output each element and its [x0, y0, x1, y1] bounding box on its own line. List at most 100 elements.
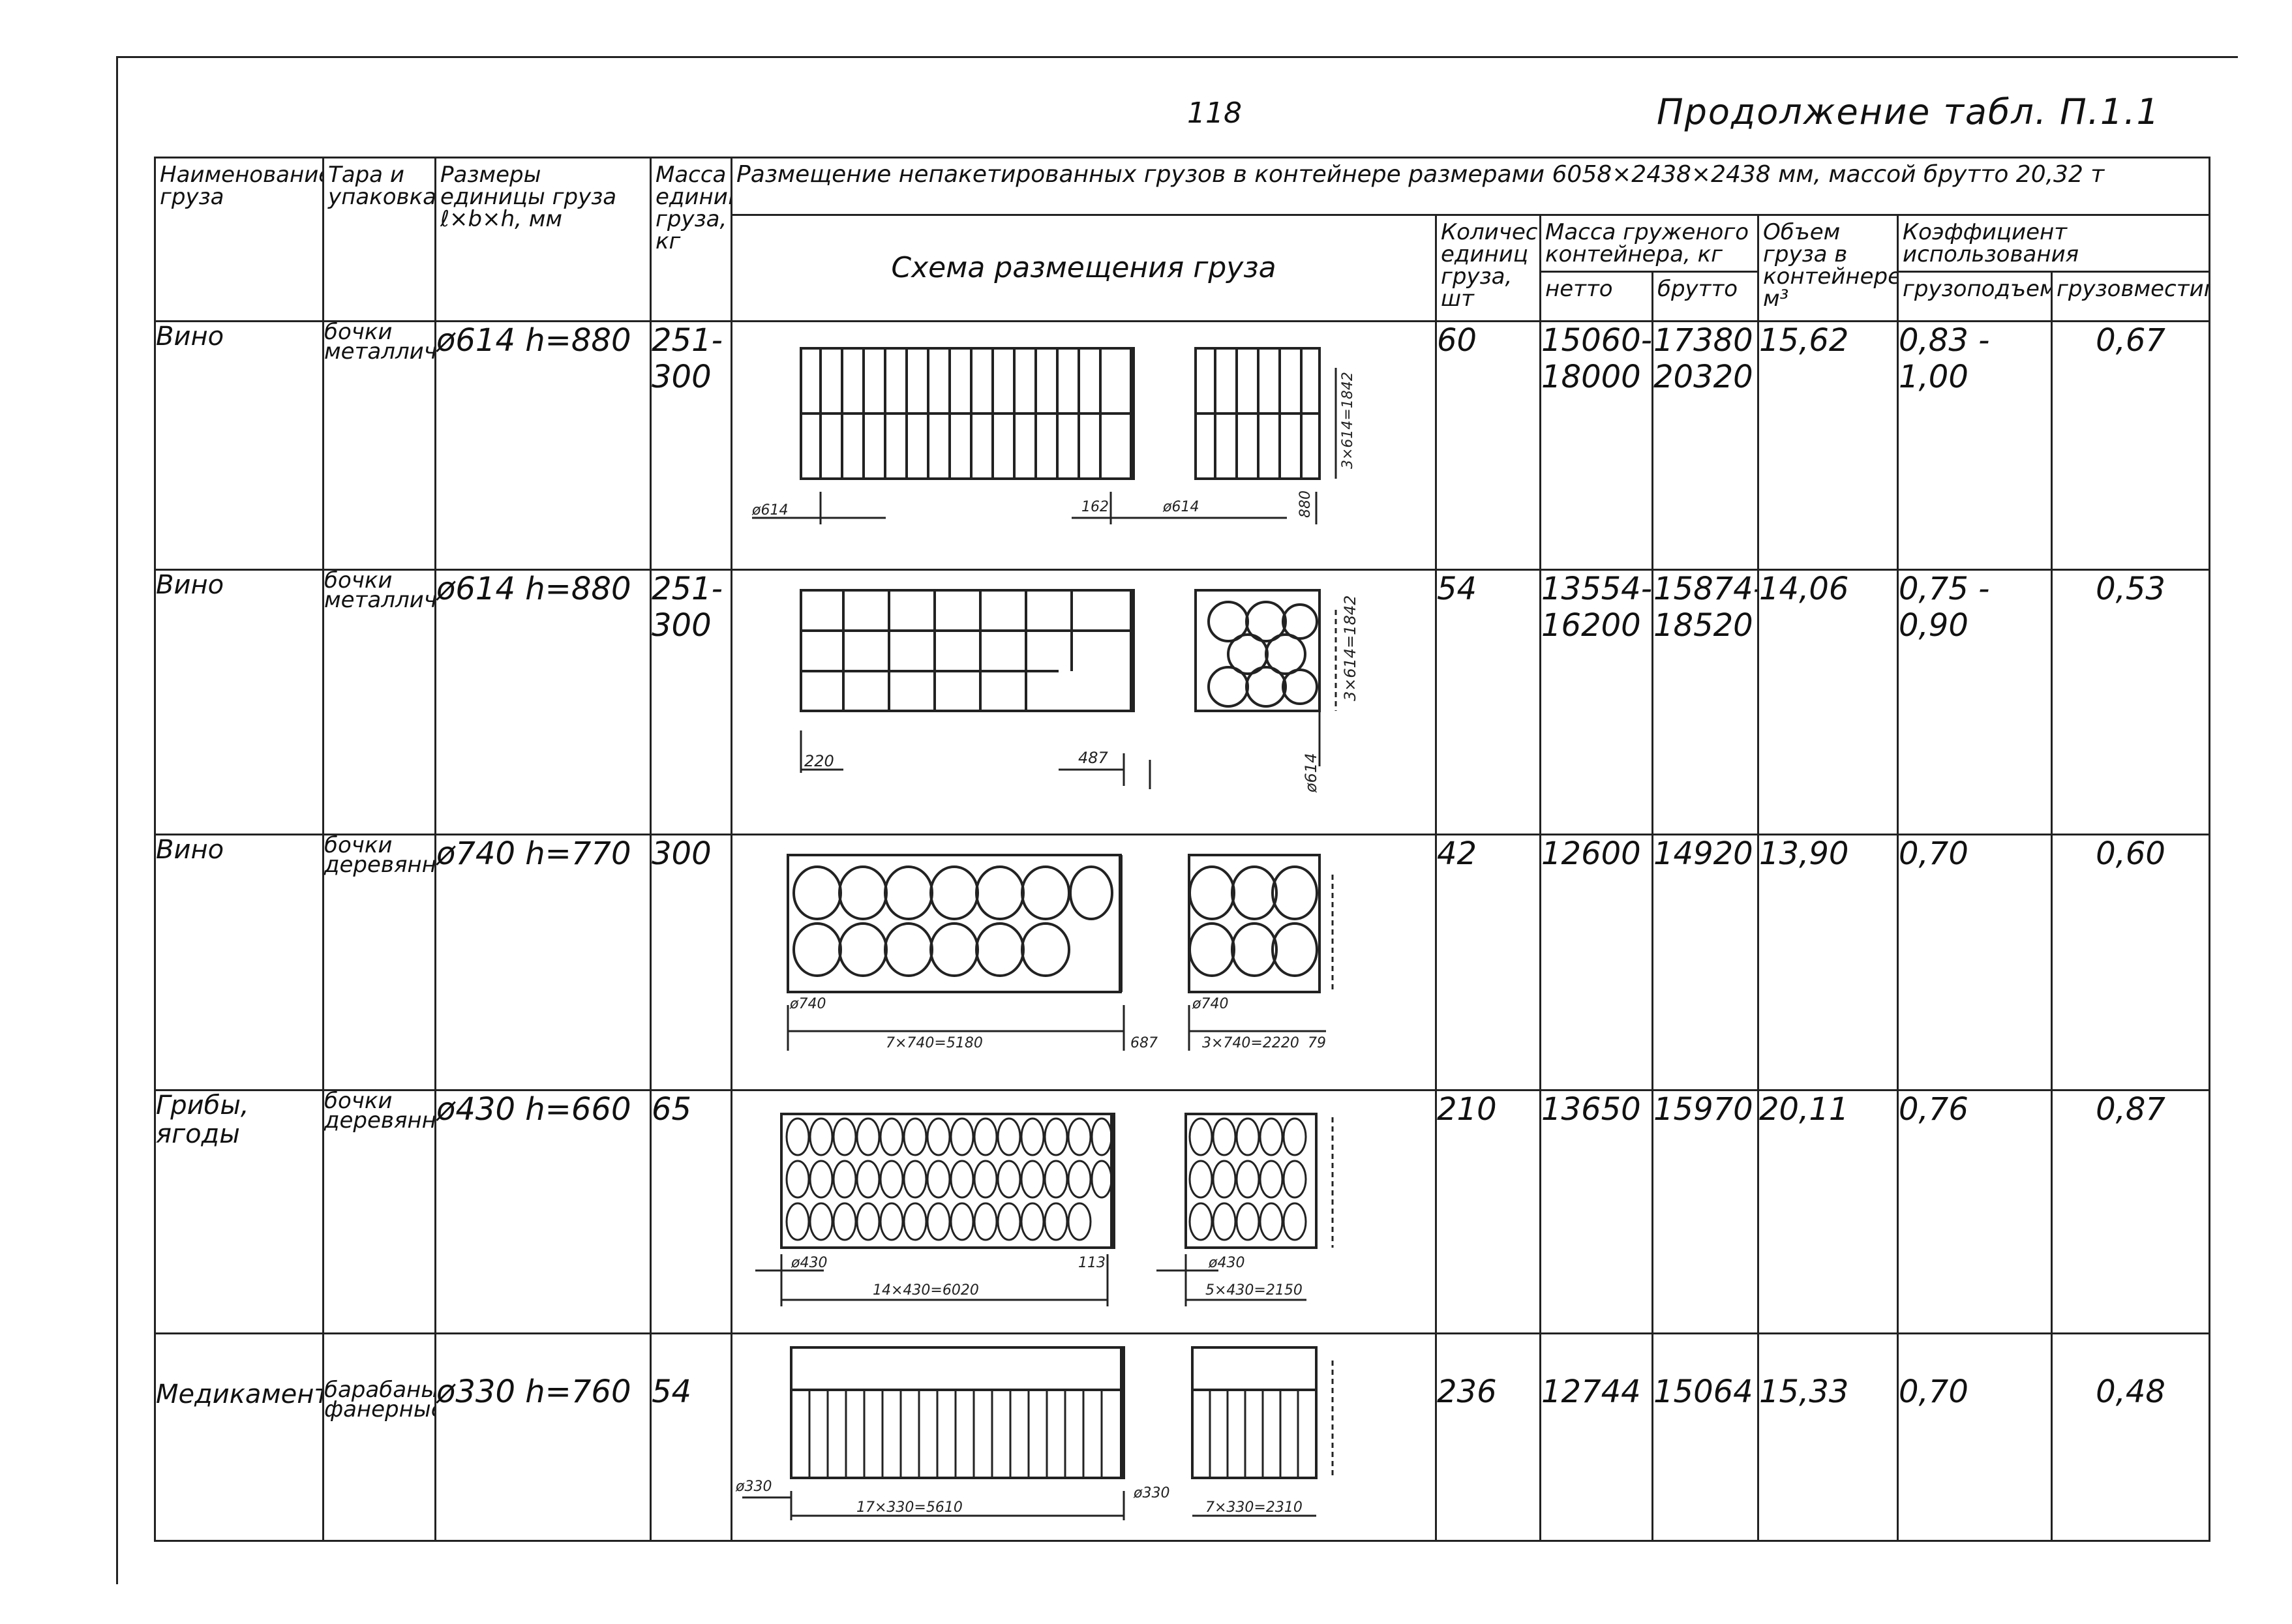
scheme-label: 113: [1078, 1255, 1106, 1271]
cell-gross: 15874-18520: [1651, 569, 1759, 836]
scheme-label: 3×614=1842: [1340, 372, 1356, 469]
scheme-label: ø330: [735, 1479, 772, 1495]
cell-mass: 54: [650, 1332, 732, 1542]
cell-volume: 14,06: [1757, 569, 1899, 836]
scheme-label: 687: [1130, 1035, 1158, 1051]
header-coefficient: Коэффициент использования: [1896, 214, 2211, 273]
header-scheme: Схема размещения груза: [731, 214, 1437, 322]
cell-coef-volume: 0,60: [2050, 834, 2211, 1091]
cell-dimensions: ø614 h=880: [434, 320, 652, 571]
scheme-label: 7×740=5180: [886, 1035, 983, 1051]
header-gross: брутто: [1651, 271, 1759, 322]
cell-coef-capacity: 0,83 - 1,00: [1897, 320, 2053, 571]
cell-packaging: бочки металлические: [322, 320, 436, 571]
cell-dimensions: ø614 h=880: [434, 569, 652, 836]
cell-mass: 65: [650, 1089, 732, 1335]
scheme-label: ø330: [1133, 1485, 1169, 1501]
scheme-label: 220: [804, 752, 834, 770]
cell-coef-volume: 0,48: [2050, 1332, 2211, 1542]
scheme-label: ø614: [1302, 753, 1320, 794]
cell-coef-capacity: 0,70: [1897, 1332, 2053, 1542]
scheme-label: 880: [1297, 490, 1314, 518]
page-number: 118: [1187, 97, 1242, 130]
table-row: Грибы, ягоды бочки деревянные ø430 h=660…: [154, 1089, 2211, 1335]
scheme-label: 487: [1078, 749, 1109, 767]
cell-volume: 15,33: [1757, 1332, 1899, 1542]
cell-name: Вино: [154, 569, 324, 836]
cell-coef-capacity: 0,75 - 0,90: [1897, 569, 2053, 836]
cell-quantity: 210: [1435, 1089, 1541, 1335]
header-volume: Объем груза в контейнере, м³: [1757, 214, 1899, 322]
scheme-label: ø430: [1208, 1255, 1244, 1271]
scheme-label: 3×740=2220: [1202, 1035, 1299, 1051]
cell-dimensions: ø740 h=770: [434, 834, 652, 1091]
placement-scheme-drawing: ø740 7×740=5180 687 ø740 3×740=2220 79: [787, 854, 1334, 1051]
cell-packaging: бочки деревянные: [322, 1089, 436, 1335]
cell-volume: 13,90: [1757, 834, 1899, 1091]
scheme-cell: ø430 14×430=6020 113 ø430 5×430=2150: [731, 1089, 1437, 1335]
placement-scheme-drawing: ø430 14×430=6020 113 ø430 5×430=2150: [755, 1112, 1334, 1306]
cell-coef-volume: 0,87: [2050, 1089, 2211, 1335]
cell-coef-capacity: 0,76: [1897, 1089, 2053, 1335]
header-coef-volume: грузовместимости: [2050, 271, 2211, 322]
cell-volume: 20,11: [1757, 1089, 1899, 1335]
cell-net: 13650: [1539, 1089, 1653, 1335]
scheme-cell: 220 487 ø614 3×614=1842: [731, 569, 1437, 836]
scheme-cell: ø330 17×330=5610 ø330 7×330=2310: [731, 1332, 1437, 1542]
cell-net: 15060-18000: [1539, 320, 1653, 571]
header-loaded-mass: Масса груженого контейнера, кг: [1539, 214, 1759, 273]
cargo-table: Наименование груза Тара и упаковка Разме…: [154, 157, 2211, 1542]
placement-scheme-drawing: ø614 162 ø614 880 3×614=1842: [751, 347, 1356, 524]
cell-coef-volume: 0,53: [2050, 569, 2211, 836]
cell-name: Вино: [154, 320, 324, 571]
scheme-label: 79: [1308, 1035, 1326, 1051]
table-row: Вино бочки металлические ø614 h=880 251-…: [154, 569, 2211, 836]
scheme-label: ø614: [751, 502, 788, 519]
cell-mass: 251-300: [650, 569, 732, 836]
header-unit-mass: Масса единицы груза, кг: [650, 157, 732, 322]
table-row: Медикаменты барабаны фанерные ø330 h=760…: [154, 1332, 2211, 1542]
scheme-label: ø430: [791, 1255, 827, 1271]
page-frame: [116, 56, 2238, 1584]
scheme-cell: ø740 7×740=5180 687 ø740 3×740=2220 79: [731, 834, 1437, 1091]
cell-packaging: бочки деревянные: [322, 834, 436, 1091]
cell-net: 12744: [1539, 1332, 1653, 1542]
cell-net: 12600: [1539, 834, 1653, 1091]
cell-name: Вино: [154, 834, 324, 1091]
cell-name: Грибы, ягоды: [154, 1089, 324, 1335]
scheme-label: 14×430=6020: [873, 1282, 979, 1299]
scheme-label: 7×330=2310: [1205, 1499, 1303, 1516]
table-continuation-title: Продолжение табл. П.1.1: [1657, 91, 2160, 132]
cell-packaging: бочки металлические: [322, 569, 436, 836]
header-packaging: Тара и упаковка: [322, 157, 436, 322]
scheme-label: 3×614=1842: [1341, 595, 1359, 701]
cell-dimensions: ø430 h=660: [434, 1089, 652, 1335]
placement-scheme-drawing: ø330 17×330=5610 ø330 7×330=2310: [735, 1346, 1334, 1521]
cell-packaging: барабаны фанерные: [322, 1332, 436, 1542]
scheme-label: ø614: [1162, 499, 1199, 515]
header-placement-title: Размещение непакетированных грузов в кон…: [730, 157, 2211, 216]
table-row: Вино бочки деревянные ø740 h=770 300: [154, 834, 2211, 1091]
cell-quantity: 60: [1435, 320, 1541, 571]
scheme-label: ø740: [789, 996, 826, 1012]
scheme-label: 162: [1081, 499, 1109, 515]
cell-gross: 15970: [1651, 1089, 1759, 1335]
cell-dimensions: ø330 h=760: [434, 1332, 652, 1542]
cell-net: 13554-16200: [1539, 569, 1653, 836]
placement-scheme-drawing: 220 487 ø614 3×614=1842: [800, 589, 1359, 794]
scheme-cell: ø614 162 ø614 880 3×614=1842: [731, 320, 1437, 571]
cell-name: Медикаменты: [154, 1332, 324, 1542]
scheme-label: ø740: [1192, 996, 1228, 1012]
cell-volume: 15,62: [1757, 320, 1899, 571]
cell-gross: 17380 20320: [1651, 320, 1759, 571]
cell-mass: 251-300: [650, 320, 732, 571]
header-net: нетто: [1539, 271, 1653, 322]
cell-coef-capacity: 0,70: [1897, 834, 2053, 1091]
cell-gross: 15064: [1651, 1332, 1759, 1542]
header-quantity: Количество единиц груза, шт: [1435, 214, 1541, 322]
cell-quantity: 236: [1435, 1332, 1541, 1542]
cell-coef-volume: 0,67: [2050, 320, 2211, 571]
cell-mass: 300: [650, 834, 732, 1091]
header-coef-capacity: грузоподъемности: [1897, 271, 2053, 322]
table-row: Вино бочки металлические ø614 h=880 251-…: [154, 320, 2211, 571]
